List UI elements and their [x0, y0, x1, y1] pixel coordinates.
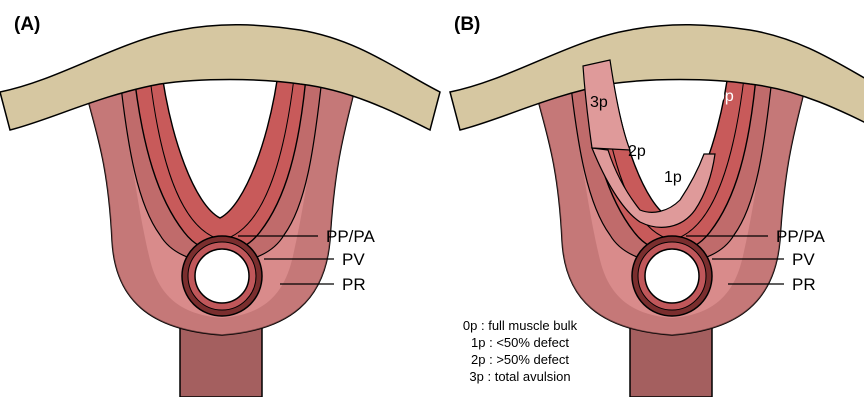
panel-b-label: (B)	[454, 14, 480, 35]
panel-a-label: (A)	[14, 14, 40, 35]
panel-a: (A) PP/PA PV PR	[0, 14, 440, 397]
panel-a-graphic	[0, 25, 440, 397]
grade-1p-label: 1p	[664, 169, 682, 186]
pp-pa-label-a: PP/PA	[326, 227, 375, 246]
legend-item-3p: 3p : total avulsion	[469, 369, 570, 384]
legend-item-2p: 2p : >50% defect	[471, 352, 569, 367]
legend-item-0p: 0p : full muscle bulk	[463, 318, 578, 333]
pv-label-a: PV	[342, 250, 365, 269]
panel-b: (B) 0p 1p 2p 3p PP/PA PV PR 0p : full mu…	[450, 14, 864, 397]
grade-3p-label: 3p	[590, 94, 608, 111]
legend-item-1p: 1p : <50% defect	[471, 335, 569, 350]
pr-label-b: PR	[792, 275, 816, 294]
grade-0p-label: 0p	[716, 88, 734, 105]
pp-pa-label-b: PP/PA	[776, 227, 825, 246]
pv-label-b: PV	[792, 250, 815, 269]
pr-label-a: PR	[342, 275, 366, 294]
grade-legend: 0p : full muscle bulk 1p : <50% defect 2…	[463, 318, 578, 384]
grade-2p-label: 2p	[628, 143, 646, 160]
